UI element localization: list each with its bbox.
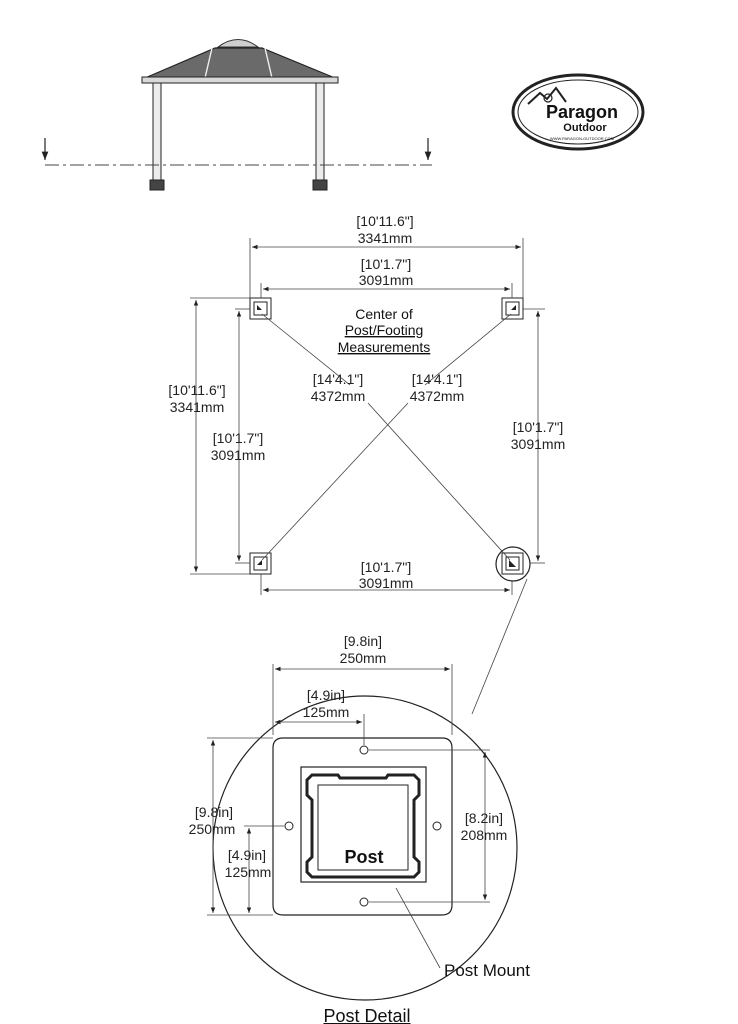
post-mount-label: Post Mount [444,961,530,980]
hole-offset-top-metric: 125mm [303,704,350,720]
center-width-bottom-imperial: [10'1.7"] [361,559,411,575]
plate-width-imperial: [9.8in] [344,633,382,649]
post-detail-title: Post Detail [323,1006,410,1024]
hole-offset-left-metric: 125mm [225,864,272,880]
footing-top-left [249,297,272,320]
footing-top-right [501,297,524,320]
footing-bottom-left [249,552,272,575]
post-detail: Post [9.8in] 250mm [4.9in] 125mm [9.8in]… [189,633,531,1024]
diag-left-imperial: [14'4.1"] [313,371,363,387]
hole-offset-left-imperial: [4.9in] [228,847,266,863]
plate-width-metric: 250mm [340,650,387,666]
center-depth-left-imperial: [10'1.7"] [213,430,263,446]
callout-leader [471,578,528,715]
center-width-bottom-metric: 3091mm [359,575,413,591]
logo-sub-text: Outdoor [563,122,607,134]
overall-width-imperial: [10'11.6"] [356,213,413,229]
center-depth-left-metric: 3091mm [211,447,265,463]
plate-height-metric: 250mm [189,821,236,837]
overall-depth-metric: 3341mm [170,399,224,415]
note-line-1: Center of [355,306,413,322]
center-depth-right-imperial: [10'1.7"] [513,419,563,435]
overall-width-metric: 3341mm [358,230,412,246]
footing-bottom-right [495,546,531,582]
center-width-top-imperial: [10'1.7"] [361,256,411,272]
center-width-top-metric: 3091mm [359,272,413,288]
overall-depth-imperial: [10'11.6"] [168,382,225,398]
hole-span-metric: 208mm [461,827,508,843]
hole-span-imperial: [8.2in] [465,810,503,826]
hole-offset-top-imperial: [4.9in] [307,687,345,703]
plan-view: [10'11.6"] 3341mm [10'1.7"] 3091mm Cente… [168,213,565,595]
paragon-logo: Paragon Outdoor WWW.PARAGON-OUTDOOR.COM [511,73,645,151]
note-line-3: Measurements [338,339,431,355]
gazebo-elevation [41,39,432,191]
note-line-2: Post/Footing [345,322,424,338]
center-depth-right-metric: 3091mm [511,436,565,452]
diag-right-imperial: [14'4.1"] [412,371,462,387]
diag-right-metric: 4372mm [410,388,464,404]
logo-url-text: WWW.PARAGON-OUTDOOR.COM [550,136,614,141]
logo-brand-text: Paragon [546,102,618,122]
post-label: Post [344,847,383,867]
diag-left-metric: 4372mm [311,388,365,404]
plate-height-imperial: [9.8in] [195,804,233,820]
